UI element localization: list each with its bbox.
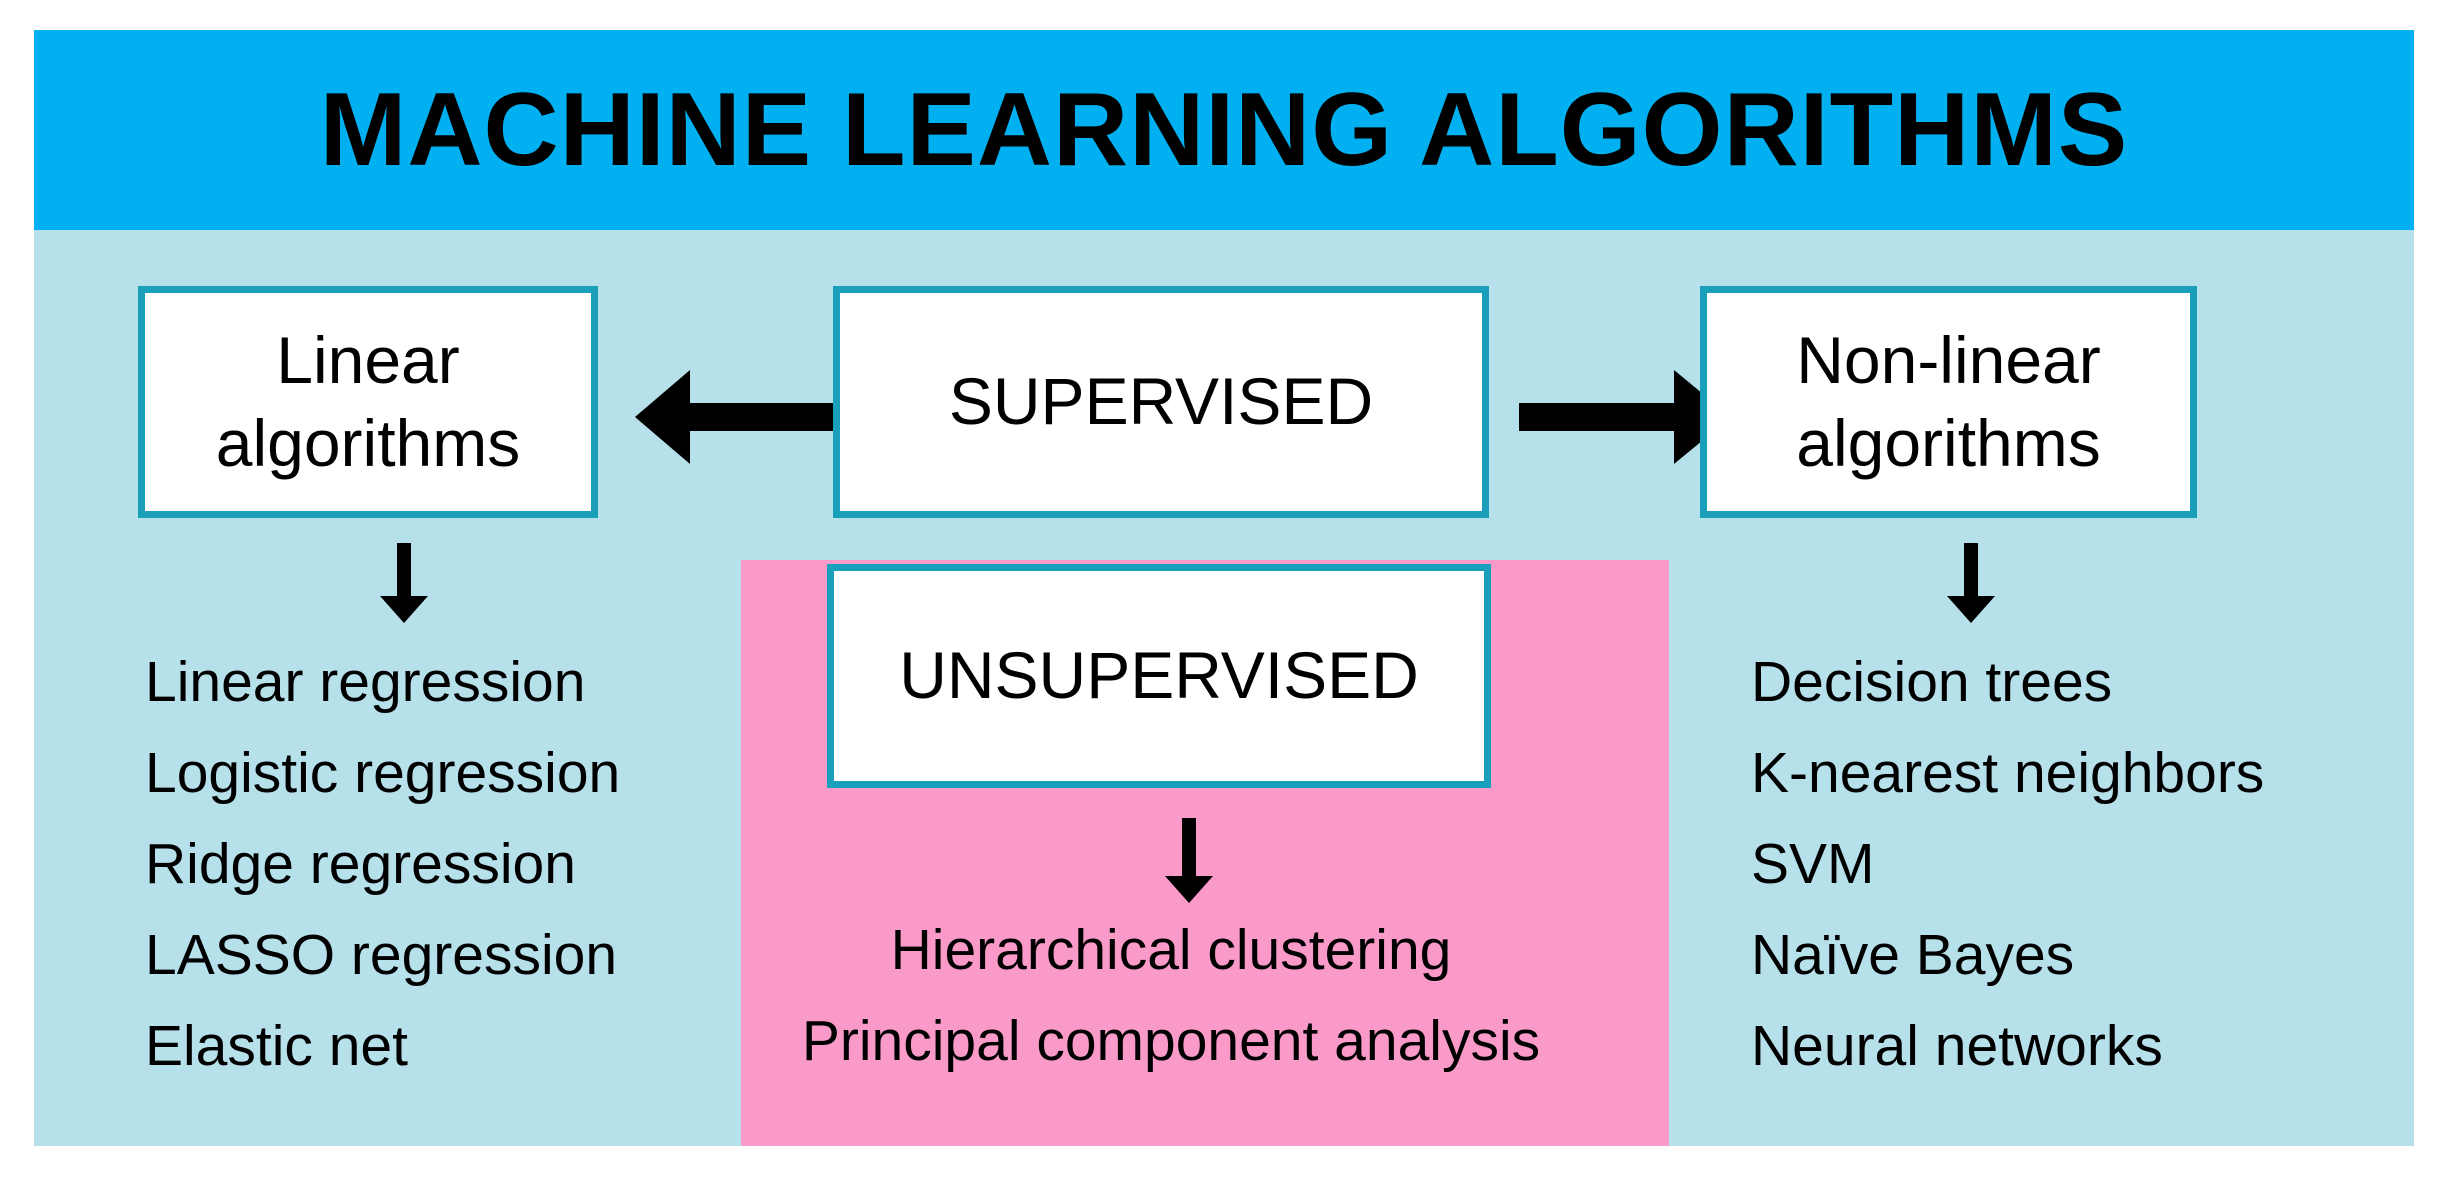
nonlinear-box-label-line2: algorithms [1796,406,2101,480]
title-bar: MACHINE LEARNING ALGORITHMS [34,30,2414,230]
list-item: Elastic net [145,1014,408,1078]
linear-algorithms-list: Linear regression Logistic regression Ri… [145,637,620,1092]
list-item: Hierarchical clustering [890,918,1452,982]
list-item: Decision trees [1751,650,2113,714]
list-item: LASSO regression [145,923,618,987]
arrow-unsupervised-to-list [1165,818,1213,903]
list-item: Linear regression [145,650,586,714]
list-item: Ridge regression [145,832,576,896]
nonlinear-algorithms-box: Non-linear algorithms [1700,286,2197,518]
list-item: SVM [1751,832,1875,896]
list-item: Neural networks [1751,1014,2163,1078]
arrow-nonlinear-to-list [1947,543,1995,623]
linear-algorithms-box: Linear algorithms [138,286,598,518]
list-item: Principal component analysis [801,1009,1541,1073]
diagram-title: MACHINE LEARNING ALGORITHMS [319,71,2129,188]
unsupervised-box: UNSUPERVISED [827,564,1491,788]
arrow-linear-to-list [380,543,428,623]
list-item: Logistic regression [145,741,621,805]
nonlinear-algorithms-list: Decision trees K-nearest neighbors SVM N… [1751,637,2264,1092]
list-item: K-nearest neighbors [1751,741,2265,805]
list-item: Naïve Bayes [1751,923,2075,987]
supervised-label: SUPERVISED [948,364,1374,439]
nonlinear-box-label-line1: Non-linear [1796,322,2101,397]
unsupervised-algorithms-list: Hierarchical clustering Principal compon… [707,905,1635,1087]
linear-box-label-line1: Linear [276,322,460,397]
linear-box-label-line2: algorithms [215,406,521,480]
arrow-supervised-to-linear [635,370,863,464]
supervised-box: SUPERVISED [833,286,1489,518]
unsupervised-label: UNSUPERVISED [899,638,1419,713]
